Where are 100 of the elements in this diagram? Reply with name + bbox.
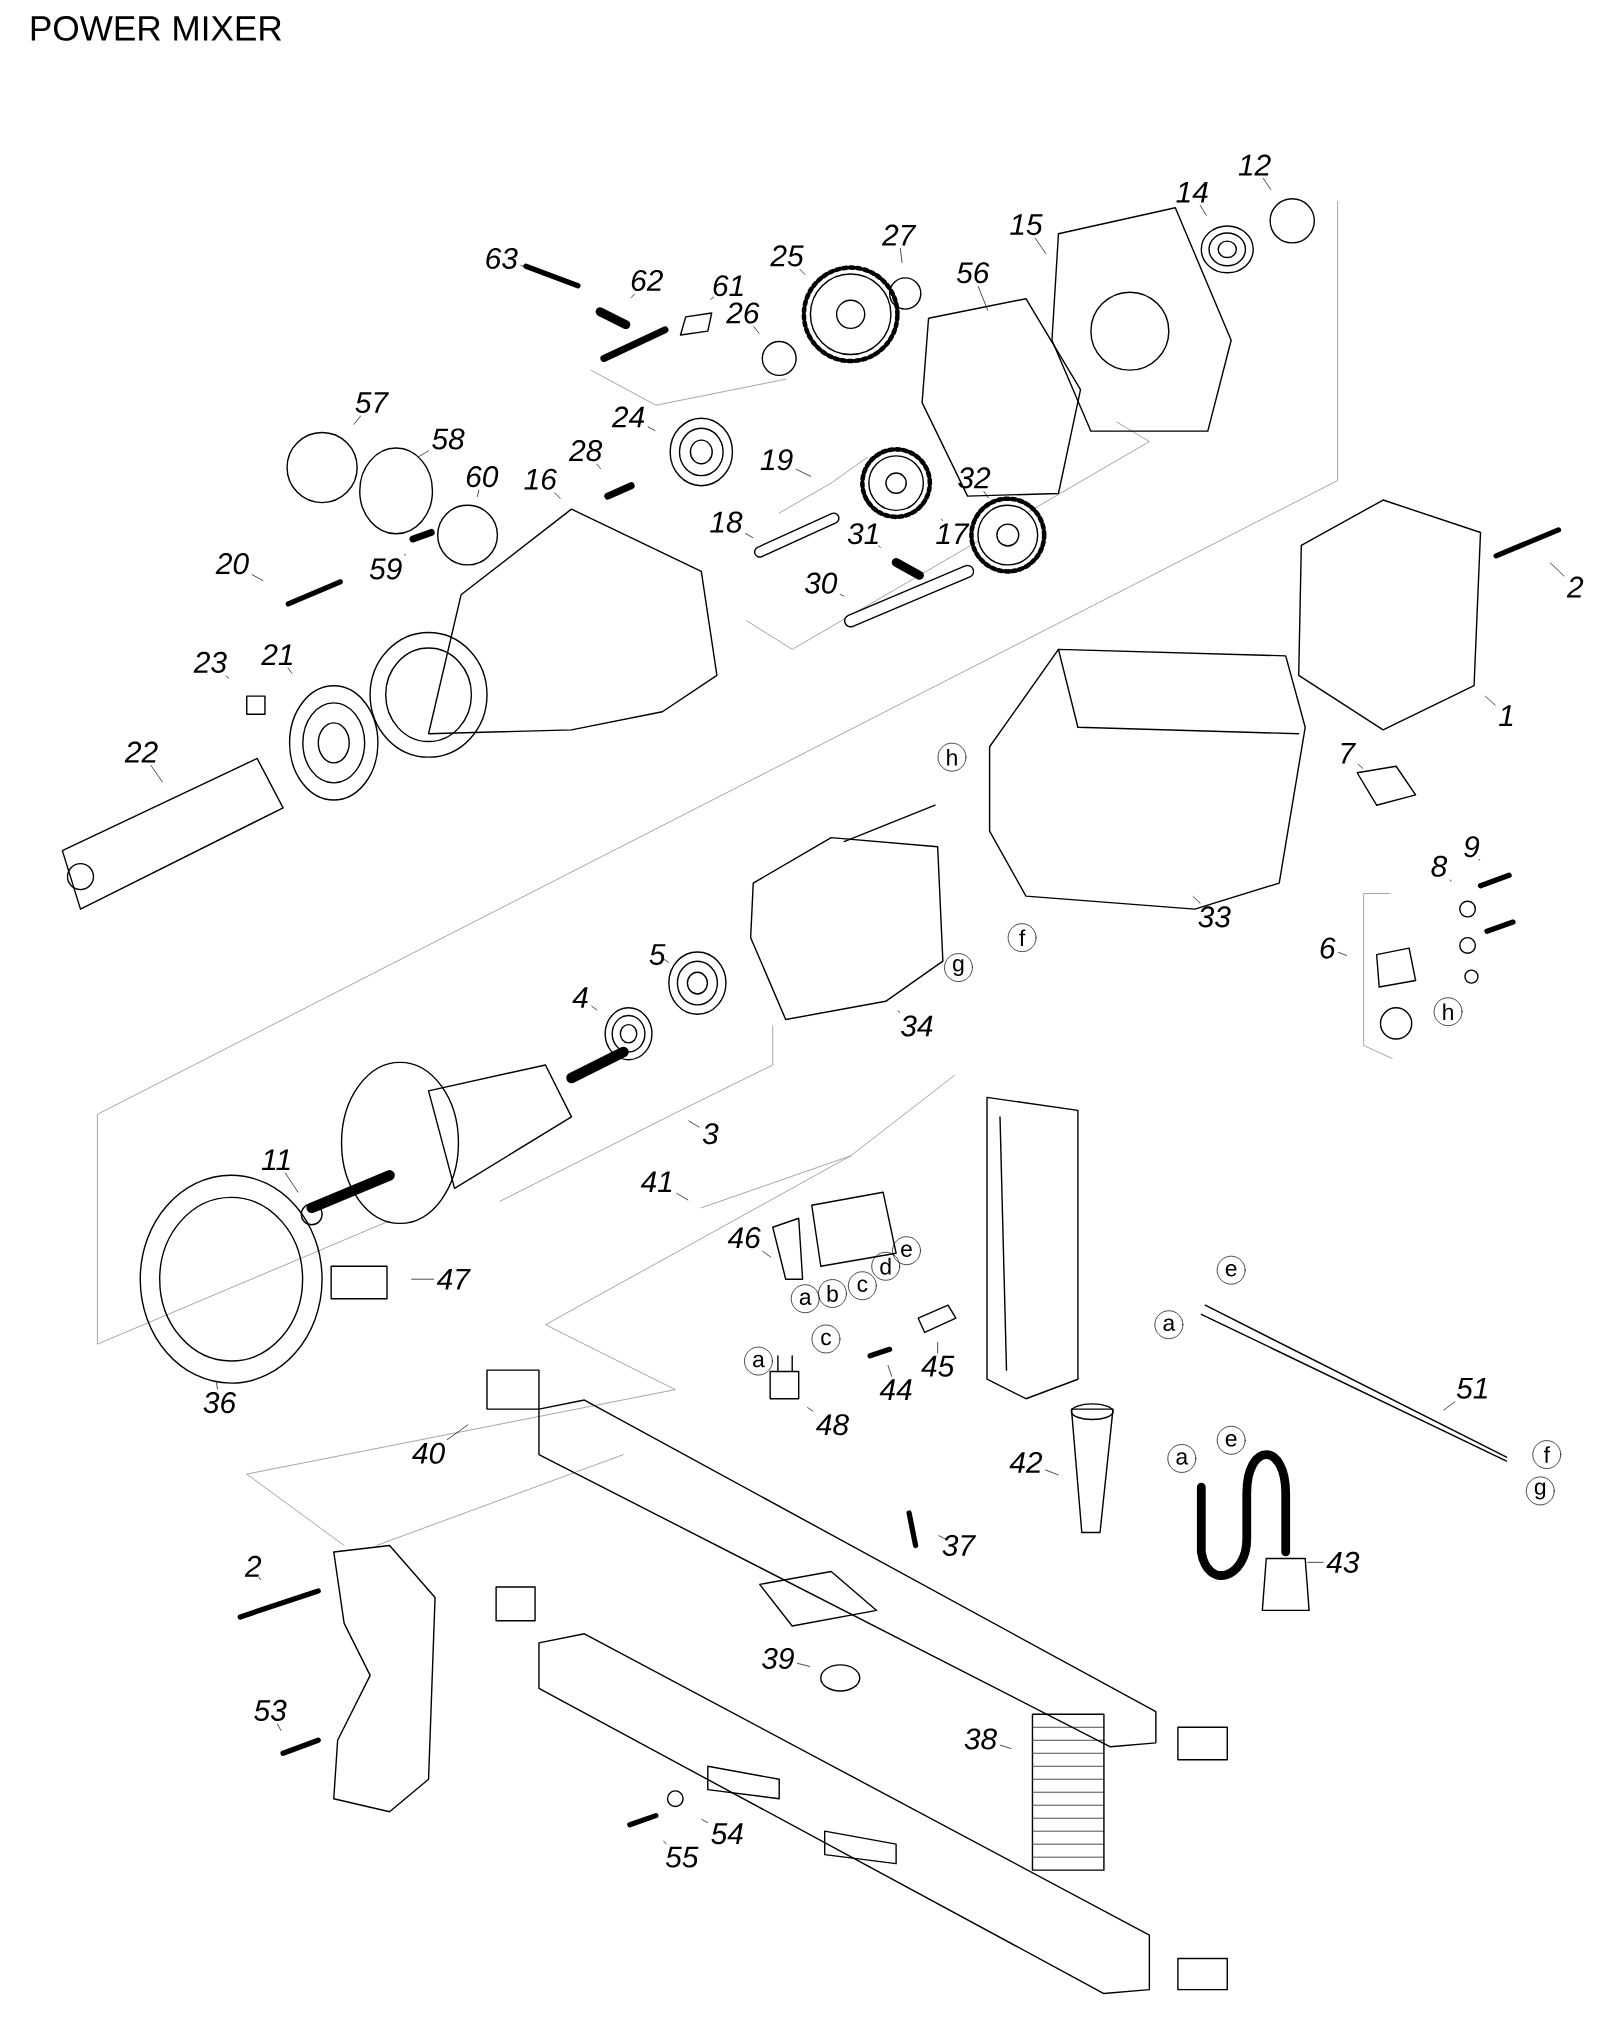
callout-number: 63 [486, 247, 518, 270]
leader-line [1443, 1401, 1456, 1411]
leader-line [999, 1744, 1012, 1749]
callout-number: 31 [847, 523, 878, 545]
leader-line [647, 426, 656, 431]
leader-line [1045, 1469, 1059, 1476]
leader-line [150, 765, 163, 783]
circled-letter: g [944, 953, 973, 982]
callout-number: 61 [713, 275, 743, 297]
callout-number: 14 [1176, 181, 1208, 203]
leader-line [1307, 1562, 1324, 1563]
callout-number: 2 [244, 1555, 262, 1577]
leader-line [285, 1172, 299, 1193]
leader-line [251, 574, 264, 582]
callout-number: 41 [640, 1171, 672, 1193]
callout-number: 46 [727, 1227, 761, 1249]
leader-line [663, 1841, 667, 1845]
circled-letter: f [1007, 923, 1037, 952]
callout-number: 47 [436, 1268, 471, 1290]
leader-line [1192, 896, 1201, 904]
callout-number: 37 [942, 1534, 976, 1557]
callout-number: 11 [261, 1149, 290, 1171]
leader-line [411, 1278, 434, 1280]
callout-number: 17 [936, 523, 970, 545]
callout-number: 12 [1238, 154, 1271, 176]
callout-number: 25 [770, 245, 804, 267]
callout-number: 30 [804, 572, 838, 594]
leader-line [630, 293, 635, 298]
callout-number: 16 [524, 468, 557, 490]
callout-number: 1 [1499, 705, 1513, 726]
callout-number: 21 [261, 644, 292, 665]
leader-line [797, 1663, 810, 1667]
leader-line [520, 265, 532, 270]
callout-number: 59 [369, 558, 402, 580]
callout-number: 32 [958, 467, 991, 489]
leader-line [799, 269, 806, 275]
callout-number: 5 [649, 944, 666, 965]
callout-number: 57 [355, 392, 389, 414]
callout-number: 24 [611, 406, 645, 428]
leader-line [795, 468, 811, 477]
leader-line [277, 1723, 282, 1731]
leader-line [596, 463, 601, 469]
leader-line [477, 489, 480, 497]
callout-number: 18 [710, 511, 743, 533]
callout-number: 23 [193, 651, 227, 673]
callout-number: 38 [964, 1728, 997, 1750]
callout-number: 20 [215, 553, 249, 575]
circled-letter: c [811, 1324, 841, 1354]
callout-number: 36 [203, 1392, 237, 1414]
leader-line [897, 1010, 901, 1013]
leader-line [1199, 205, 1207, 216]
leader-line [941, 518, 943, 521]
leader-line [1034, 237, 1047, 254]
leader-line [404, 554, 406, 556]
leader-line [688, 1120, 700, 1128]
leader-line [225, 675, 229, 679]
callout-number: 19 [760, 449, 793, 471]
leader-line [660, 957, 669, 963]
callout-number: 34 [901, 1015, 933, 1037]
title: POWER MIXER [31, 15, 282, 41]
leader-line [938, 1535, 947, 1540]
circled-letter: h [937, 742, 967, 772]
circled-letter: d [871, 1251, 901, 1281]
callout-number: 56 [956, 262, 990, 284]
leader-line [676, 1193, 689, 1201]
leader-line [591, 1005, 598, 1011]
circled-letter: b [818, 1279, 847, 1308]
circled-letter: a [744, 1346, 773, 1376]
leader-line [878, 545, 881, 548]
leader-line [887, 1365, 893, 1377]
callout-number: 53 [254, 1699, 287, 1721]
leader-line [840, 594, 844, 597]
circled-letter: a [1154, 1310, 1184, 1340]
callout-number: 9 [1464, 836, 1480, 858]
leader-line [353, 415, 361, 425]
callout-number: 39 [762, 1647, 794, 1670]
leader-line [745, 533, 754, 538]
leader-line [287, 667, 293, 674]
callout-number: 60 [466, 466, 499, 488]
callout-number: 55 [665, 1846, 699, 1868]
leader-line [446, 1424, 469, 1441]
leader-line [1449, 879, 1452, 882]
callout-number: 15 [1010, 214, 1043, 236]
leader-line [762, 1250, 771, 1258]
callout-number: 33 [1198, 906, 1231, 928]
callout-number: 48 [816, 1414, 849, 1436]
callout-number: 43 [1326, 1551, 1360, 1573]
callout-number: 4 [572, 987, 588, 1008]
callout-number: 6 [1320, 937, 1336, 959]
callout-number: 62 [631, 269, 663, 292]
callout-number: 26 [726, 302, 760, 324]
callout-number: 7 [1341, 743, 1356, 764]
leader-line [807, 1407, 814, 1412]
leader-line [1357, 763, 1364, 769]
leader-line [753, 326, 760, 334]
circled-letter: e [892, 1236, 921, 1265]
leader-line [1263, 178, 1272, 190]
circled-letter: e [1216, 1425, 1246, 1455]
callout-number: 54 [711, 1823, 743, 1845]
leader-line [216, 1382, 218, 1390]
